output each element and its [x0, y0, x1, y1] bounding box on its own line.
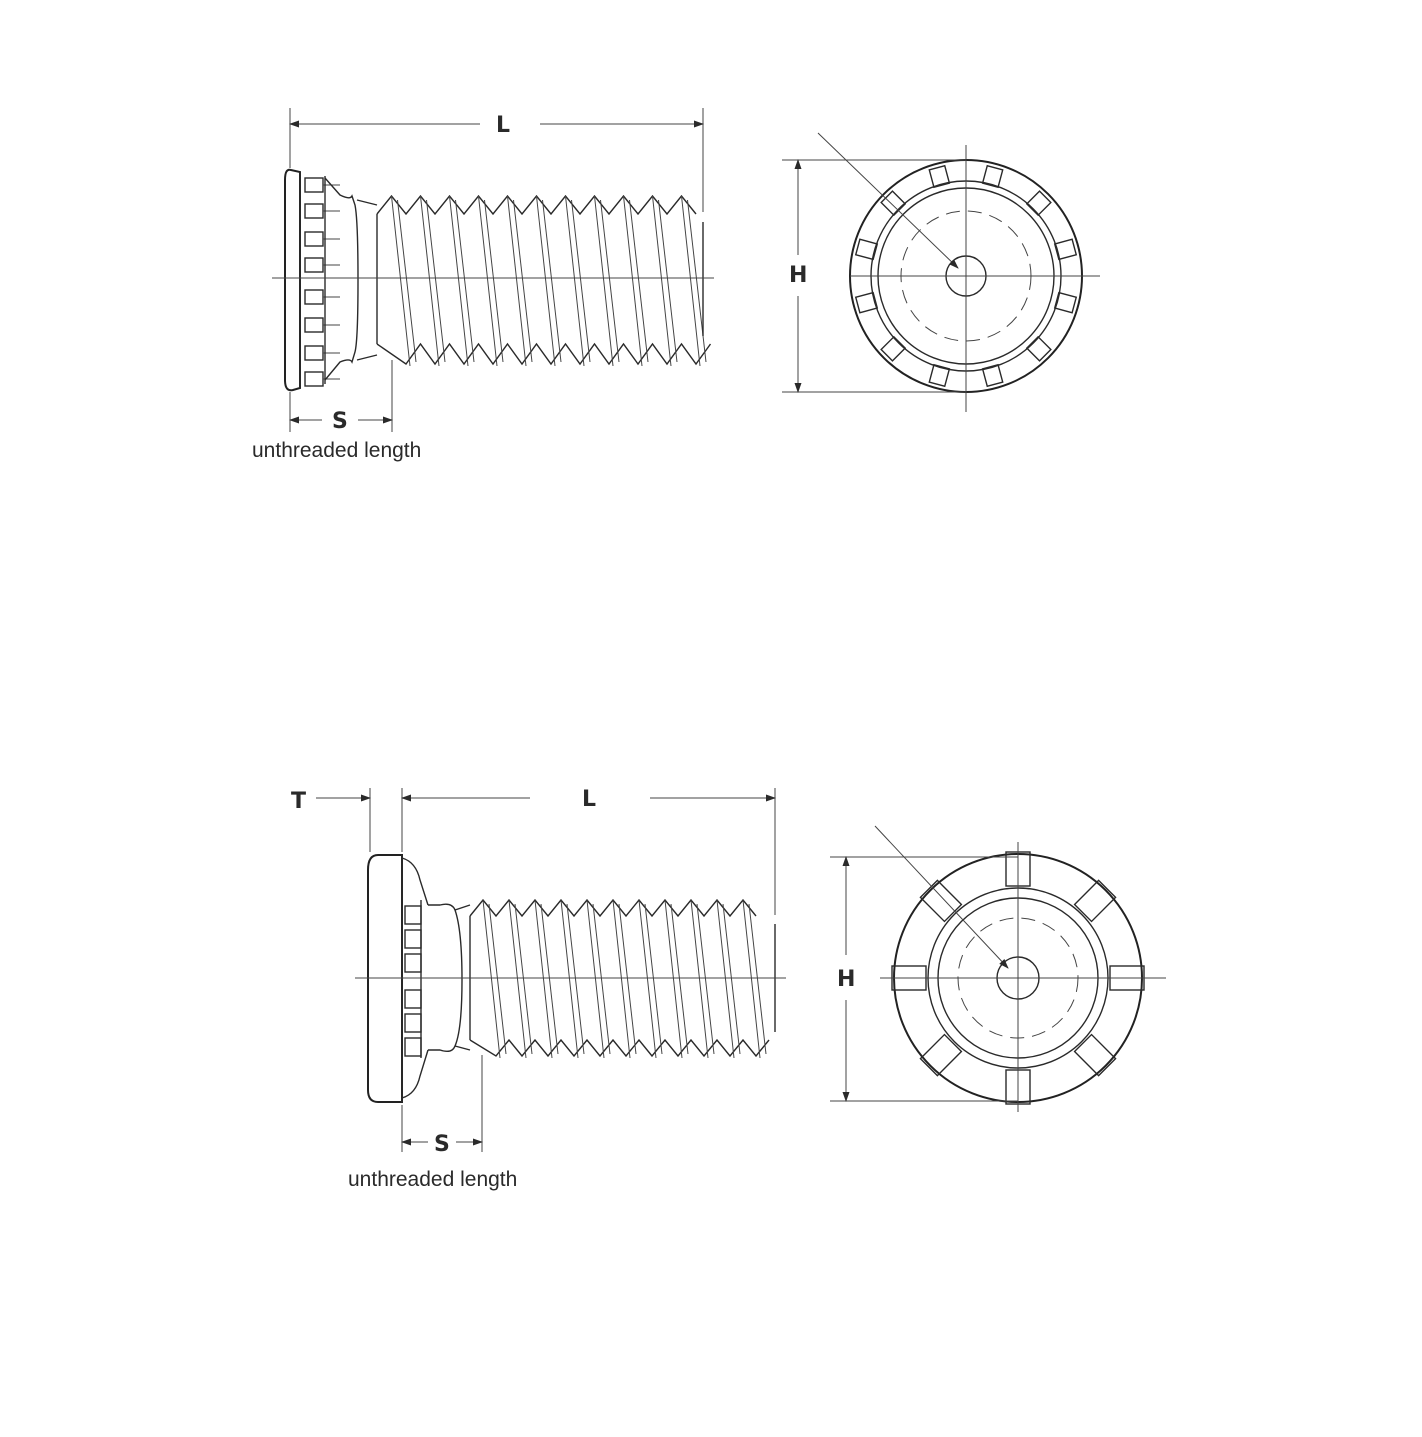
thread-crest-line — [488, 903, 507, 1055]
thread-crest-line — [571, 199, 591, 363]
thread-crest-line — [449, 195, 469, 367]
end-view-tooth — [1025, 335, 1052, 362]
thread-crest-line — [540, 903, 559, 1055]
length-dimension-label: L — [496, 113, 510, 138]
thread-crest-line — [722, 903, 741, 1055]
thread-profile-bottom — [376, 342, 712, 366]
thread-crest-line — [507, 195, 527, 367]
figure-2-stud: T L S unthreaded length H — [291, 787, 1166, 1191]
head-lobe-slot — [919, 1033, 963, 1077]
thread-crest-line — [566, 903, 585, 1055]
head-lobe-slot — [919, 879, 963, 923]
end-view-tooth — [928, 363, 951, 388]
serration-tooth — [404, 905, 422, 925]
shank-dimension-label: S — [332, 409, 348, 434]
thread-crest-line — [514, 903, 533, 1055]
end-view-tooth — [854, 291, 879, 314]
serration-tooth — [304, 371, 324, 387]
thread-crest-line — [586, 899, 605, 1059]
thread-crest-line — [536, 195, 556, 367]
end-view-tooth — [981, 363, 1004, 388]
thread-crest-line — [594, 195, 614, 367]
thread-crest-line — [420, 195, 440, 367]
thread-crest-line — [484, 199, 504, 363]
figure-2-end-view — [830, 825, 1166, 1112]
thread-crest-line — [513, 199, 533, 363]
figure-1-side-view — [272, 108, 714, 432]
thread-crest-line — [542, 199, 562, 363]
end-view-tooth — [1025, 190, 1052, 217]
serration-tooth — [404, 1037, 422, 1057]
head-lobe-slot — [1073, 879, 1117, 923]
figure-1-end-view — [782, 132, 1100, 412]
end-view-tooth — [854, 238, 879, 261]
thread-crest-line — [482, 899, 501, 1059]
thread-crest-line — [592, 903, 611, 1055]
thread-crest-line — [508, 899, 527, 1059]
thread-crest-line — [455, 199, 475, 363]
unthreaded-length-caption: unthreaded length — [252, 439, 421, 462]
thread-crest-line — [623, 195, 643, 367]
end-view-tooth — [981, 164, 1004, 189]
thread-crest-line — [618, 903, 637, 1055]
serration-tooth — [404, 1013, 422, 1033]
thread-crest-line — [534, 899, 553, 1059]
serration-tooth — [304, 345, 324, 361]
height-dimension-label: H — [789, 263, 807, 288]
thread-crest-line — [426, 199, 446, 363]
serration-tooth — [404, 953, 422, 973]
serration-tooth — [304, 203, 324, 219]
shank-dimension-label: S — [434, 1132, 450, 1157]
thread-profile-bottom — [469, 1038, 770, 1058]
thread-crest-line — [478, 195, 498, 367]
unthreaded-length-caption: unthreaded length — [348, 1168, 517, 1191]
end-view-tooth — [880, 190, 907, 217]
thread-crest-line — [560, 899, 579, 1059]
serration-tooth — [304, 231, 324, 247]
thickness-dimension-label: T — [291, 789, 306, 814]
thread-crest-line — [644, 903, 663, 1055]
serration-tooth — [304, 257, 324, 273]
thread-crest-line — [638, 899, 657, 1059]
serration-tooth — [304, 177, 324, 193]
end-view-tooth — [1053, 291, 1078, 314]
figure-1-stud: L S unthreaded length H — [252, 108, 1100, 462]
serration-tooth — [404, 989, 422, 1009]
end-view-tooth — [928, 164, 951, 189]
serration-tooth — [304, 289, 324, 305]
thread-crest-line — [742, 899, 761, 1059]
end-view-tooth — [1053, 238, 1078, 261]
figure-2-side-view — [316, 788, 786, 1152]
thread-crest-line — [391, 195, 411, 367]
thread-crest-line — [565, 195, 585, 367]
length-dimension-label: L — [582, 787, 596, 812]
thread-crest-line — [716, 899, 735, 1059]
thread-crest-line — [612, 899, 631, 1059]
thread-crest-line — [681, 195, 701, 367]
thread-crest-line — [397, 199, 417, 363]
thread-crest-line — [652, 195, 672, 367]
thread-crest-line — [696, 903, 715, 1055]
end-view-tooth — [880, 335, 907, 362]
serration-tooth — [404, 929, 422, 949]
thread-crest-line — [748, 903, 767, 1055]
thread-crest-line — [670, 903, 689, 1055]
thread-crest-line — [629, 199, 649, 363]
thread-crest-line — [658, 199, 678, 363]
thread-crest-line — [690, 899, 709, 1059]
thread-crest-line — [664, 899, 683, 1059]
thread-crest-line — [600, 199, 620, 363]
serration-tooth — [304, 317, 324, 333]
head-lobe-slot — [1073, 1033, 1117, 1077]
height-dimension-label: H — [837, 967, 855, 992]
